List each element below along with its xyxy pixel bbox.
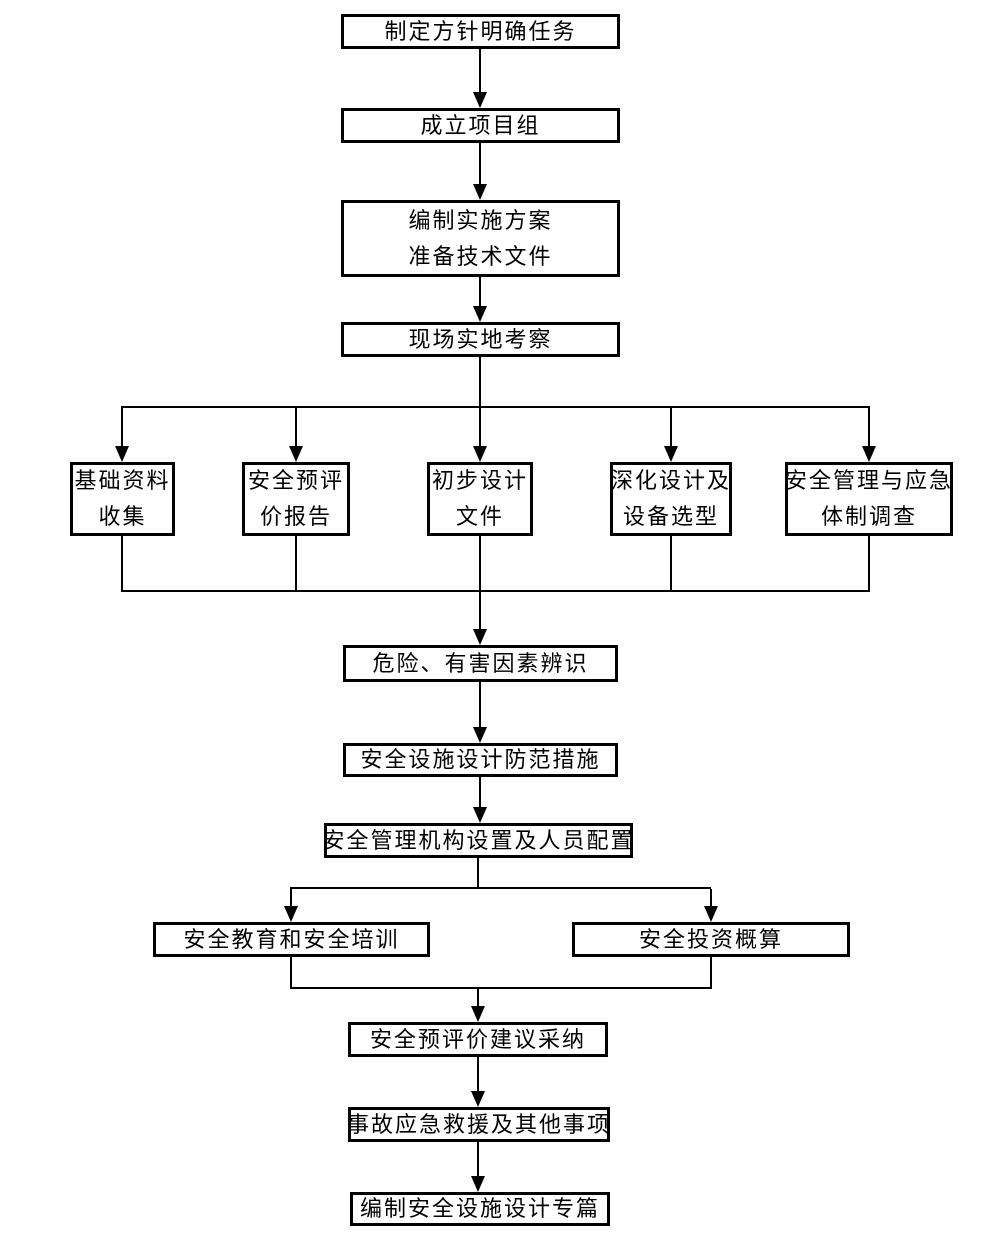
node-label-line1: 安全管理与应急 (785, 468, 954, 493)
connector-vertical (868, 408, 870, 447)
node-label: 安全教育和安全培训 (183, 926, 400, 952)
arrow-down-icon (471, 1176, 485, 1192)
flow-node-emergency-rescue-other: 事故应急救援及其他事项 (347, 1107, 612, 1142)
arrow-down-icon (471, 1091, 485, 1107)
connector-horizontal (290, 887, 711, 889)
flow-node-define-policy: 制定方针明确任务 (341, 14, 620, 49)
node-label-line1: 安全预评 (247, 468, 344, 493)
connector-vertical (479, 277, 481, 307)
flow-node-safety-management-emergency-survey: 安全管理与应急 体制调查 (785, 462, 953, 536)
connector-vertical (479, 408, 481, 447)
node-label-line2: 准备技术文件 (408, 243, 553, 269)
arrow-down-icon (473, 184, 487, 200)
connector-vertical (479, 592, 481, 629)
flow-node-establish-project-team: 成立项目组 (341, 108, 620, 143)
connector-vertical (479, 143, 481, 185)
connector-horizontal (290, 987, 711, 989)
node-label: 事故应急救援及其他事项 (347, 1111, 612, 1137)
connector-vertical (290, 889, 292, 906)
connector-vertical (477, 989, 479, 1006)
connector-vertical (670, 536, 672, 592)
connector-vertical (479, 49, 481, 93)
node-label: 编制安全设施设计专篇 (359, 1196, 600, 1221)
node-label: 安全管理机构设置及人员配置 (322, 827, 635, 853)
node-label-line2: 价报告 (259, 504, 332, 529)
connector-vertical (710, 957, 712, 989)
node-label: 危险、有害因素辨识 (372, 650, 589, 676)
node-label-line2: 体制调查 (820, 504, 917, 529)
node-label: 安全预评价建议采纳 (369, 1026, 586, 1052)
node-label-line1: 深化设计及 (611, 468, 732, 493)
flow-node-safety-investment-estimate: 安全投资概算 (572, 922, 850, 957)
connector-vertical (295, 536, 297, 592)
node-label: 安全设施设计防范措施 (360, 747, 601, 772)
connector-vertical (479, 682, 481, 727)
connector-vertical (477, 858, 479, 889)
arrow-down-icon (704, 906, 718, 922)
connector-vertical (477, 1142, 479, 1176)
node-label: 安全投资概算 (638, 926, 783, 952)
connector-vertical (121, 536, 123, 592)
flow-node-detailed-design-equipment: 深化设计及 设备选型 (610, 462, 732, 536)
arrow-down-icon (115, 446, 129, 462)
connector-vertical (710, 889, 712, 906)
flow-node-safety-facility-design-measures: 安全设施设计防范措施 (343, 743, 618, 777)
node-label: 现场实地考察 (408, 326, 553, 352)
connector-vertical (479, 536, 481, 592)
connector-vertical (295, 408, 297, 447)
connector-vertical (479, 777, 481, 807)
flow-node-basic-data-collection: 基础资料 收集 (70, 462, 175, 536)
connector-vertical (290, 957, 292, 989)
connector-horizontal (121, 406, 870, 408)
arrow-down-icon (471, 1006, 485, 1022)
flow-node-hazard-identification: 危险、有害因素辨识 (343, 645, 618, 682)
flow-node-safety-preassessment-report: 安全预评 价报告 (242, 462, 350, 536)
node-label: 成立项目组 (420, 112, 541, 138)
connector-vertical (121, 408, 123, 447)
flow-node-prepare-plan-documents: 编制实施方案 准备技术文件 (341, 200, 620, 277)
flow-node-compile-special-chapter: 编制安全设施设计专篇 (350, 1192, 610, 1226)
flow-node-preliminary-design-documents: 初步设计 文件 (427, 462, 533, 536)
arrow-down-icon (473, 446, 487, 462)
arrow-down-icon (473, 727, 487, 743)
node-label-line1: 初步设计 (431, 468, 528, 493)
flow-node-org-staffing: 安全管理机构设置及人员配置 (322, 823, 635, 858)
node-label-line2: 设备选型 (622, 504, 719, 529)
arrow-down-icon (473, 629, 487, 645)
arrow-down-icon (473, 92, 487, 108)
node-label-line1: 编制实施方案 (408, 207, 553, 233)
arrow-down-icon (289, 446, 303, 462)
arrow-down-icon (473, 306, 487, 322)
node-label-line2: 文件 (455, 504, 504, 529)
flow-node-preassessment-suggestions-adoption: 安全预评价建议采纳 (348, 1022, 608, 1057)
flow-node-safety-education-training: 安全教育和安全培训 (153, 922, 430, 957)
arrow-down-icon (664, 446, 678, 462)
node-label-line1: 基础资料 (74, 468, 171, 493)
connector-horizontal (121, 590, 870, 592)
connector-vertical (479, 357, 481, 408)
node-label-line2: 收集 (98, 504, 147, 529)
arrow-down-icon (473, 807, 487, 823)
connector-vertical (868, 536, 870, 592)
arrow-down-icon (862, 446, 876, 462)
flow-node-site-investigation: 现场实地考察 (341, 322, 620, 357)
connector-vertical (670, 408, 672, 447)
node-label: 制定方针明确任务 (384, 18, 577, 44)
arrow-down-icon (284, 906, 298, 922)
connector-vertical (477, 1057, 479, 1091)
